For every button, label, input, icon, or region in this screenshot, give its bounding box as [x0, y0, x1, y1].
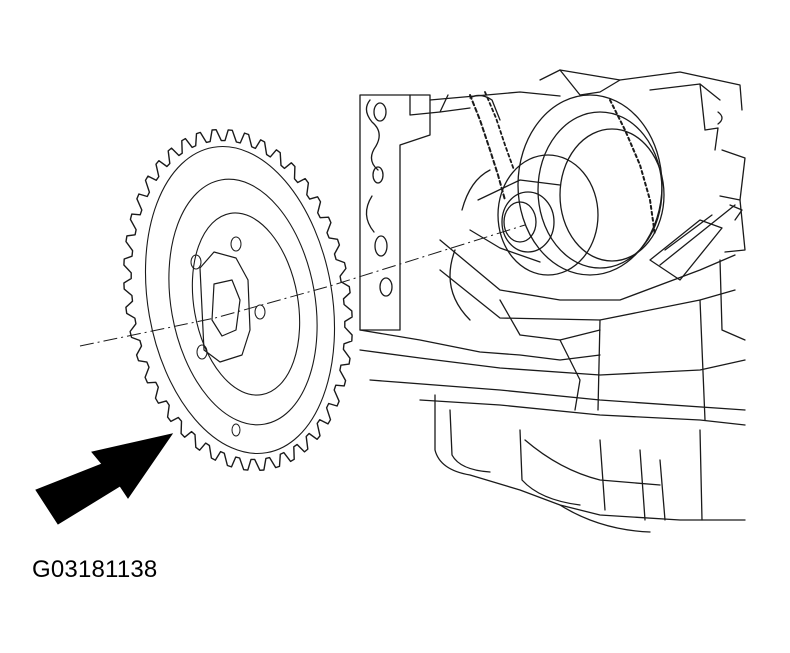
callout-arrow: [35, 433, 174, 525]
camshaft-sprocket: [123, 129, 353, 471]
bolt-hole: [230, 236, 242, 252]
sprocket-ring-outer: [144, 145, 336, 455]
bolt-hole: [254, 304, 266, 320]
sprocket-ring-inner: [191, 212, 301, 396]
center-axis-line: [79, 224, 526, 347]
sprocket-hub: [199, 251, 251, 363]
hub-key-slot: [211, 279, 241, 337]
bolt-hole: [196, 344, 208, 360]
sprocket-teeth: [123, 129, 353, 471]
sprocket-ring-middle: [168, 178, 318, 426]
bolt-hole: [190, 254, 202, 270]
bolt-hole: [231, 423, 241, 437]
figure-code-label: G03181138: [32, 556, 158, 583]
engine-block: [359, 69, 746, 533]
